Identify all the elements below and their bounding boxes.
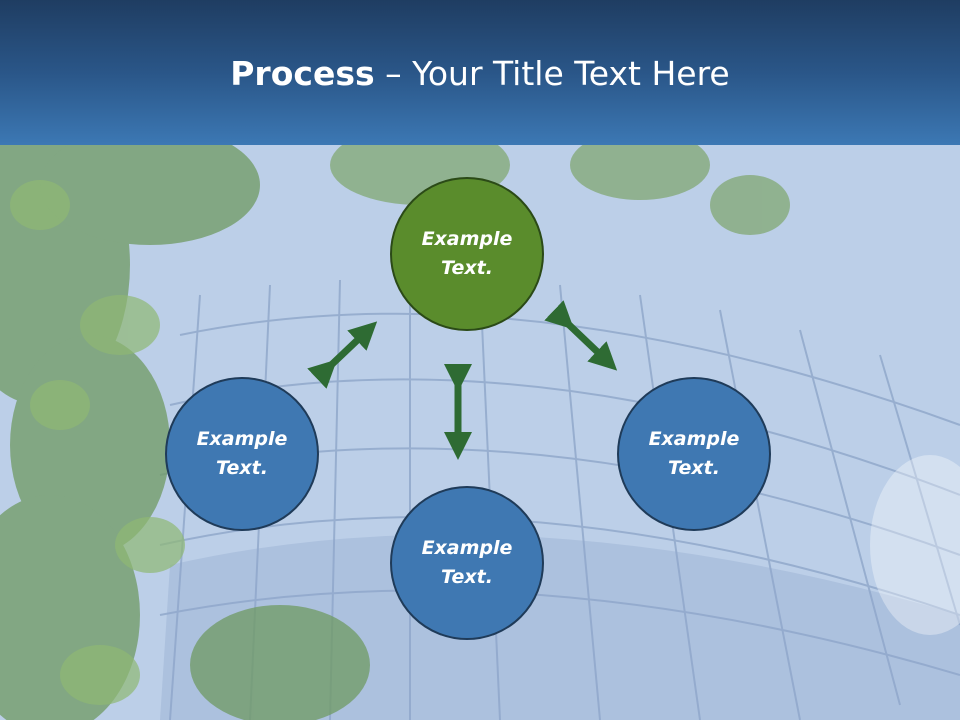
node-top: Example Text. [390, 177, 544, 331]
node-right-text: Example Text. [648, 428, 740, 479]
node-bottom: Example Text. [390, 486, 544, 640]
node-right: Example Text. [617, 377, 771, 531]
node-left-text: Example Text. [196, 428, 288, 479]
node-bottom-text: Example Text. [421, 537, 513, 588]
slide-title: Process – Your Title Text Here [0, 52, 960, 96]
node-left: Example Text. [165, 377, 319, 531]
title-rest: – Your Title Text Here [374, 54, 730, 93]
double-arrow-left [307, 321, 378, 389]
double-arrow-right [544, 300, 618, 371]
title-bold: Process [230, 54, 375, 93]
node-top-text: Example Text. [421, 228, 513, 279]
title-bar: Process – Your Title Text Here [0, 0, 960, 145]
